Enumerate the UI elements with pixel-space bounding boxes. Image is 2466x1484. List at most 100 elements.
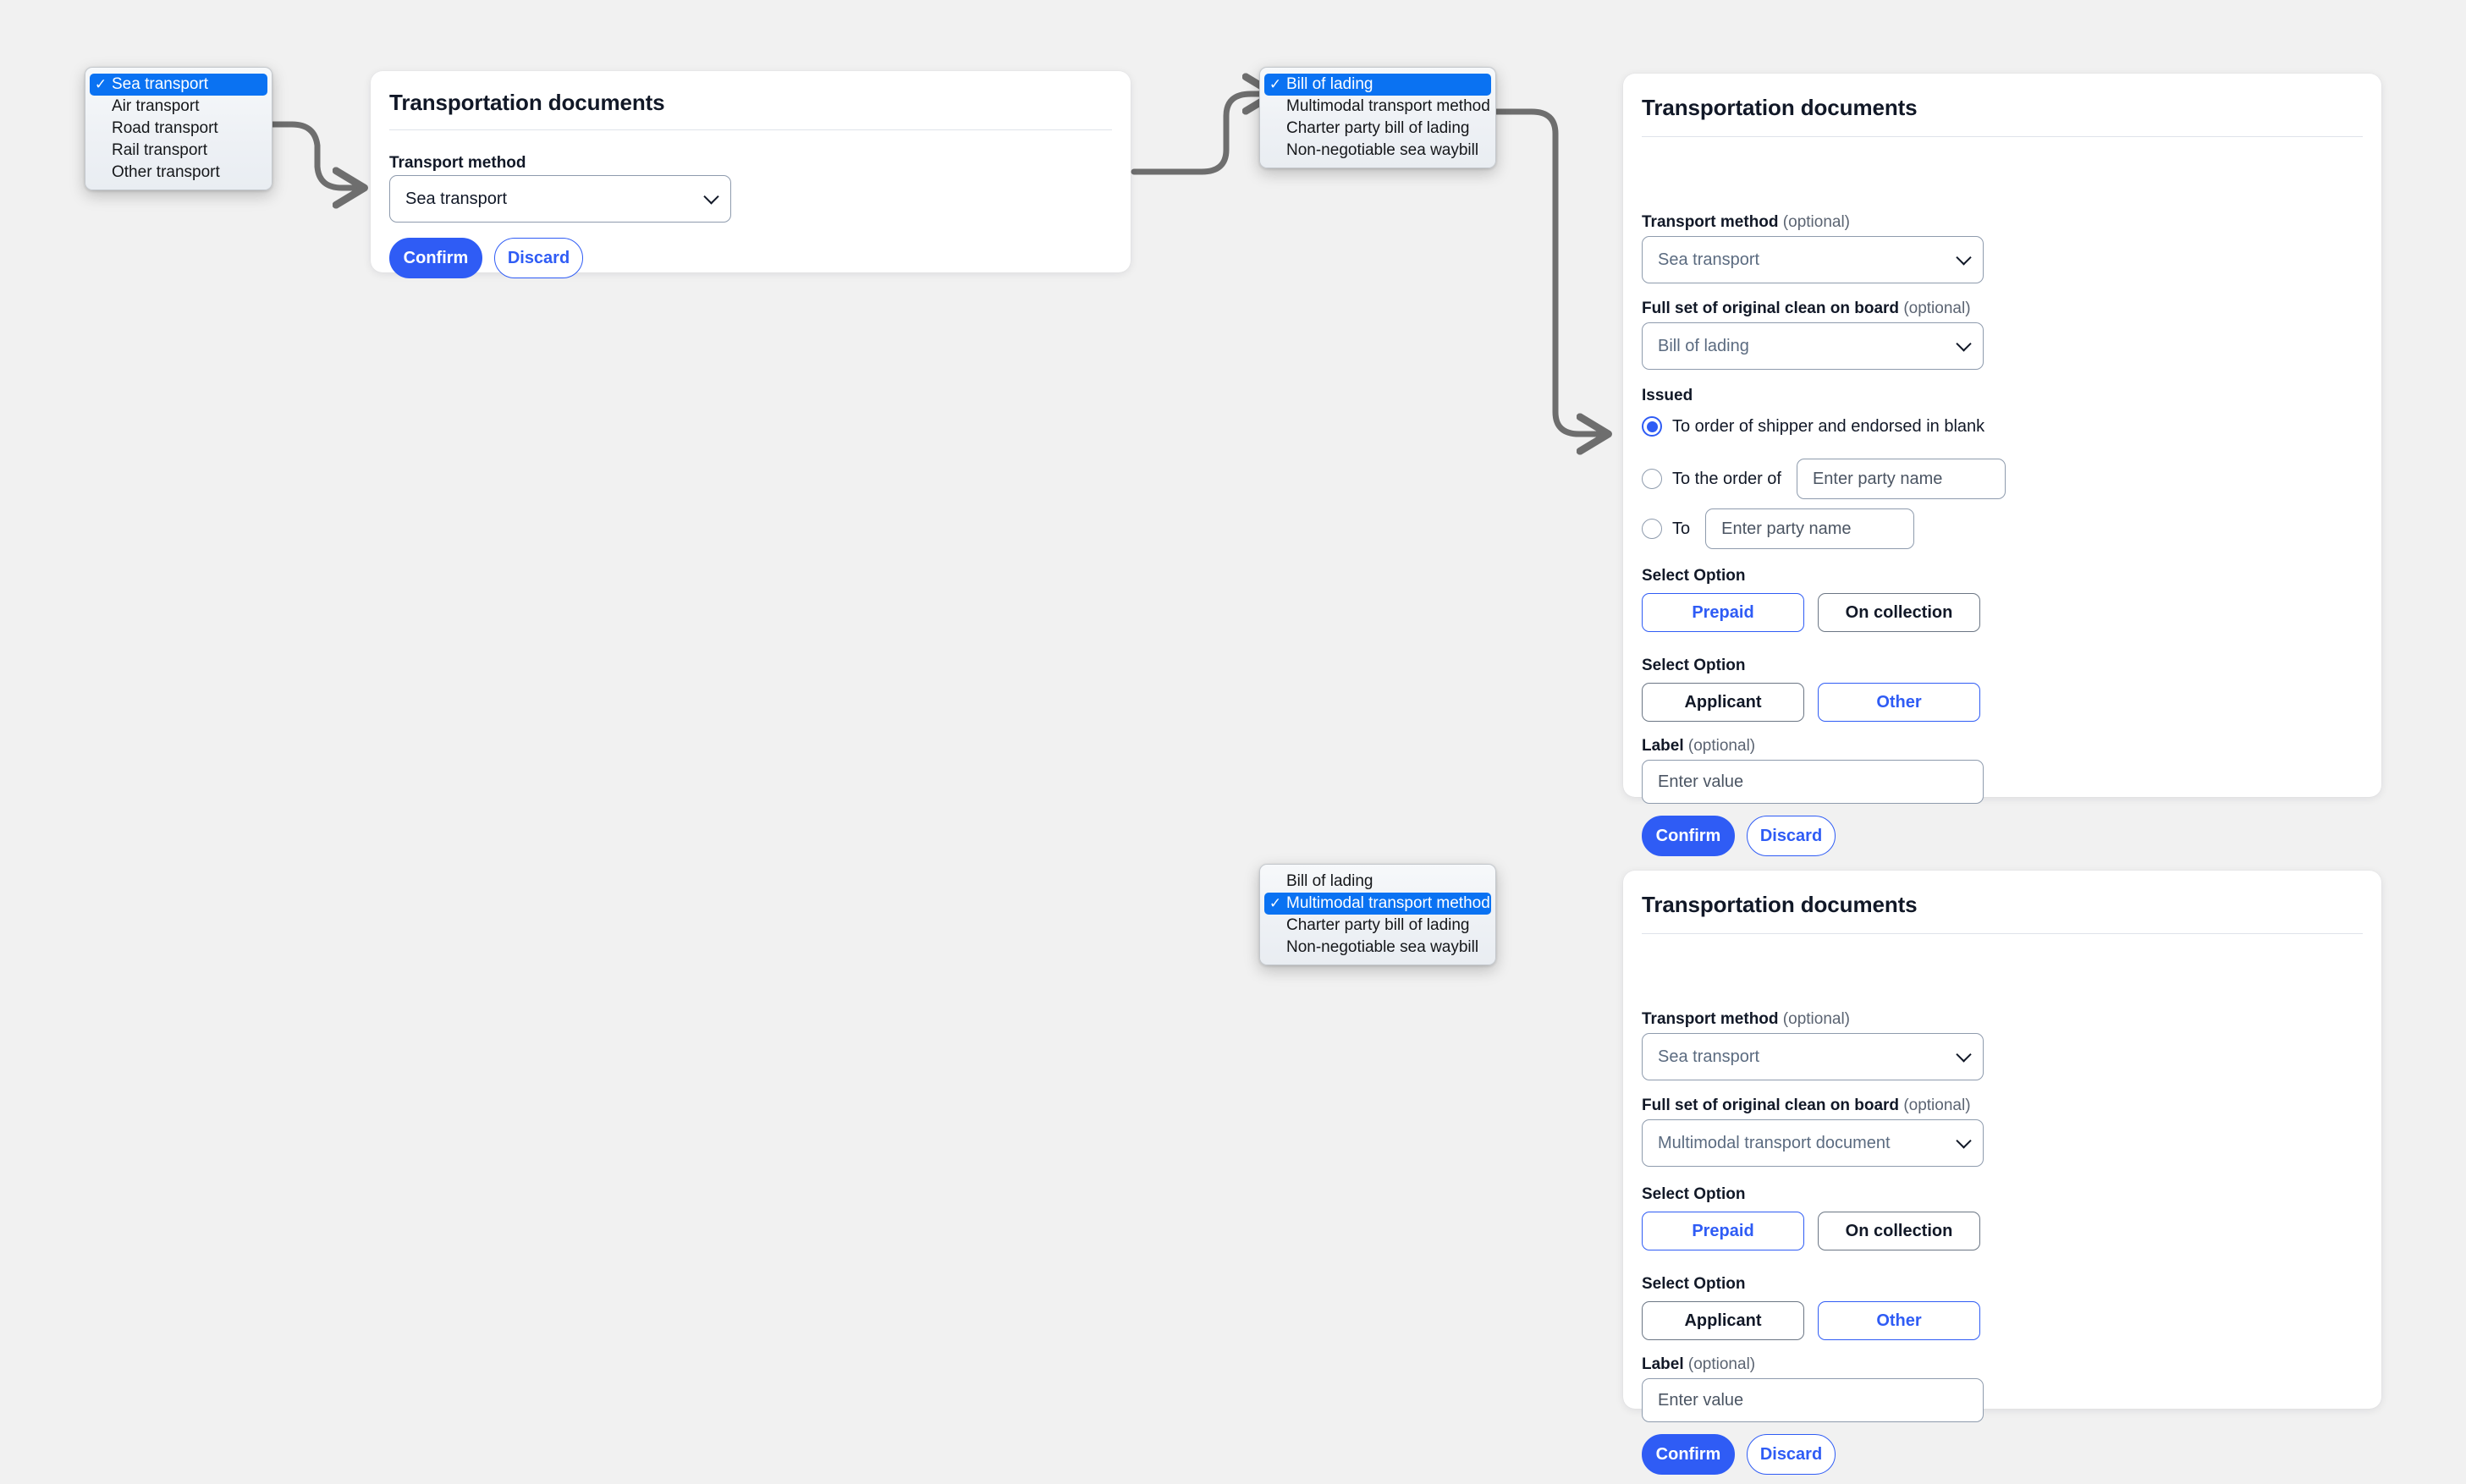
- full-set-value: Multimodal transport document: [1658, 1133, 1891, 1152]
- radio-label: To order of shipper and endorsed in blan…: [1672, 416, 1985, 436]
- optional-tag: (optional): [1782, 1010, 1851, 1028]
- full-set-label-text: Full set of original clean on board: [1642, 300, 1900, 317]
- option-other[interactable]: Other: [1818, 1301, 1980, 1340]
- popup-item-label: Road transport: [112, 119, 218, 137]
- radio-to-the-order-of[interactable]: [1642, 469, 1662, 489]
- popup-item-label: Multimodal transport method: [1286, 894, 1490, 912]
- transport-method-label: Transport method (optional): [1642, 213, 1850, 232]
- title-divider: [1642, 136, 2363, 137]
- check-icon: ✓: [1269, 76, 1282, 92]
- label-value-input[interactable]: Enter value: [1642, 1378, 1984, 1422]
- radio-label: To the order of: [1672, 469, 1781, 488]
- radio-endorsed-in-blank[interactable]: [1642, 416, 1662, 437]
- popup-item-charter-party-bill-of-lading[interactable]: Charter party bill of lading: [1264, 118, 1491, 140]
- label-field-label-text: Label: [1642, 737, 1684, 755]
- party-name-input-order-of[interactable]: Enter party name: [1796, 459, 2006, 499]
- popup-item-air-transport[interactable]: Air transport: [90, 96, 267, 118]
- select-option-1-label: Select Option: [1642, 567, 1746, 585]
- popup-item-sea-transport[interactable]: ✓ Sea transport: [90, 74, 267, 96]
- label-field-label: Label (optional): [1642, 1355, 1755, 1374]
- popup-item-label: Charter party bill of lading: [1286, 916, 1470, 934]
- popup-item-label: Bill of lading: [1286, 872, 1373, 890]
- discard-button[interactable]: Discard: [494, 238, 583, 278]
- chevron-down-icon: [703, 189, 719, 205]
- popup-item-road-transport[interactable]: Road transport: [90, 118, 267, 140]
- full-set-popup-top[interactable]: ✓ Bill of lading Multimodal transport me…: [1259, 67, 1496, 168]
- optional-tag: (optional): [1687, 737, 1756, 755]
- chevron-down-icon: [1956, 1133, 1972, 1149]
- transportation-documents-card-simple: Transportation documents Transport metho…: [371, 71, 1131, 278]
- popup-item-label: Air transport: [112, 97, 200, 115]
- popup-item-other-transport[interactable]: Other transport: [90, 162, 267, 184]
- transport-method-select[interactable]: Sea transport: [1642, 1033, 1984, 1080]
- check-icon: ✓: [1269, 895, 1282, 911]
- transport-method-label: Transport method (optional): [1642, 1010, 1850, 1029]
- label-value-input[interactable]: Enter value: [1642, 760, 1984, 804]
- radio-to[interactable]: [1642, 519, 1662, 539]
- popup-item-label: Rail transport: [112, 141, 207, 159]
- popup-item-label: Sea transport: [112, 75, 209, 93]
- popup-item-non-negotiable-sea-waybill[interactable]: Non-negotiable sea waybill: [1264, 140, 1491, 162]
- popup-item-label: Multimodal transport method: [1286, 97, 1490, 115]
- transport-method-select[interactable]: Sea transport: [1642, 236, 1984, 283]
- issued-label: Issued: [1642, 387, 1693, 404]
- chevron-down-icon: [1956, 336, 1972, 352]
- select-option-2-label: Select Option: [1642, 657, 1746, 674]
- transport-method-label: Transport method: [389, 154, 526, 172]
- discard-button[interactable]: Discard: [1747, 1434, 1836, 1475]
- optional-tag: (optional): [1687, 1355, 1756, 1373]
- popup-item-charter-party-bill-of-lading[interactable]: Charter party bill of lading: [1264, 915, 1491, 937]
- transport-method-label-text: Transport method: [1642, 1010, 1779, 1028]
- discard-button[interactable]: Discard: [1747, 816, 1836, 856]
- arrow-popup1-to-card1: [267, 121, 360, 188]
- option-applicant[interactable]: Applicant: [1642, 683, 1804, 722]
- option-on-collection[interactable]: On collection: [1818, 593, 1980, 632]
- popup-item-bill-of-lading[interactable]: ✓ Bill of lading: [1264, 74, 1491, 96]
- confirm-button[interactable]: Confirm: [389, 238, 482, 278]
- full-set-label: Full set of original clean on board (opt…: [1642, 1097, 1971, 1115]
- optional-tag: (optional): [1782, 213, 1851, 231]
- full-set-select[interactable]: Multimodal transport document: [1642, 1119, 1984, 1167]
- chevron-down-icon: [1956, 250, 1972, 266]
- transport-method-popup[interactable]: ✓ Sea transport Air transport Road trans…: [85, 67, 272, 190]
- popup-item-bill-of-lading[interactable]: Bill of lading: [1264, 871, 1491, 893]
- arrow-card1-to-popup2: [1131, 94, 1269, 175]
- popup-item-multimodal-transport-method[interactable]: ✓ Multimodal transport method: [1264, 893, 1491, 915]
- popup-item-label: Charter party bill of lading: [1286, 119, 1470, 137]
- popup-item-label: Non-negotiable sea waybill: [1286, 938, 1479, 956]
- popup-item-label: Non-negotiable sea waybill: [1286, 141, 1479, 159]
- panel-title: Transportation documents: [1642, 95, 1918, 120]
- optional-tag: (optional): [1903, 300, 1971, 317]
- panel-title: Transportation documents: [1642, 892, 1918, 917]
- title-divider: [389, 129, 1112, 130]
- full-set-value: Bill of lading: [1658, 336, 1749, 355]
- popup-item-multimodal-transport-method[interactable]: Multimodal transport method: [1264, 96, 1491, 118]
- radio-row-to[interactable]: To Enter party name: [1642, 508, 1915, 549]
- popup-item-label: Bill of lading: [1286, 75, 1373, 93]
- confirm-button[interactable]: Confirm: [1642, 816, 1735, 856]
- transport-method-select[interactable]: Sea transport: [389, 175, 731, 223]
- title-divider: [1642, 933, 2363, 934]
- popup-item-non-negotiable-sea-waybill[interactable]: Non-negotiable sea waybill: [1264, 937, 1491, 959]
- full-set-label: Full set of original clean on board (opt…: [1642, 300, 1971, 318]
- transport-method-value: Sea transport: [1658, 250, 1760, 269]
- party-name-input-to[interactable]: Enter party name: [1705, 508, 1915, 549]
- transport-method-value: Sea transport: [1658, 1047, 1760, 1066]
- transportation-documents-panel-multimodal: Transportation documents Transport metho…: [1623, 871, 2381, 1475]
- popup-item-label: Other transport: [112, 163, 220, 181]
- full-set-popup-bottom[interactable]: Bill of lading ✓ Multimodal transport me…: [1259, 864, 1496, 965]
- transport-method-value: Sea transport: [405, 189, 508, 208]
- option-prepaid[interactable]: Prepaid: [1642, 593, 1804, 632]
- option-applicant[interactable]: Applicant: [1642, 1301, 1804, 1340]
- confirm-button[interactable]: Confirm: [1642, 1434, 1735, 1475]
- option-prepaid[interactable]: Prepaid: [1642, 1212, 1804, 1250]
- radio-row-to-the-order-of[interactable]: To the order of Enter party name: [1642, 459, 2006, 499]
- option-on-collection[interactable]: On collection: [1818, 1212, 1980, 1250]
- popup-item-rail-transport[interactable]: Rail transport: [90, 140, 267, 162]
- radio-row-endorsed-in-blank[interactable]: To order of shipper and endorsed in blan…: [1642, 416, 1984, 437]
- full-set-label-text: Full set of original clean on board: [1642, 1097, 1900, 1114]
- option-other[interactable]: Other: [1818, 683, 1980, 722]
- full-set-select[interactable]: Bill of lading: [1642, 322, 1984, 370]
- chevron-down-icon: [1956, 1047, 1972, 1063]
